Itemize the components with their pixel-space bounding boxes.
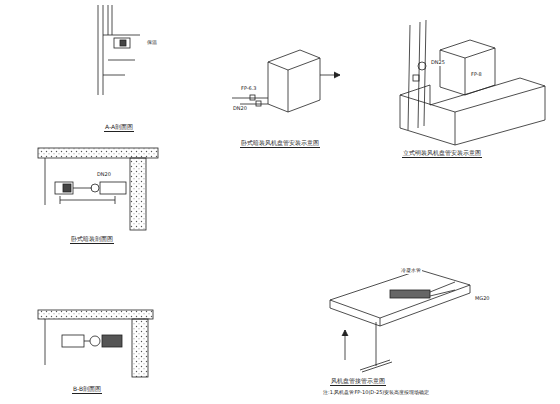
note-caption: 注:1.风机盘管FP-10(D-25)安装高度按现场确定 <box>322 390 430 396</box>
callout-label: DN20 <box>96 172 112 178</box>
view-title: 立式明装风机盘管安装示意图 <box>402 150 482 158</box>
callout-label: FP-6.3 <box>240 86 258 92</box>
callout-label: DN20 <box>232 106 248 112</box>
view-title: 卧式暗装剖面图 <box>70 236 114 244</box>
view-title: B-B剖面图 <box>72 386 102 394</box>
view-title: 风机盘管接管示意图 <box>330 378 386 386</box>
callout-label: DN25 <box>430 60 446 66</box>
callout-label: MG20 <box>474 296 491 302</box>
callout-label: FP-8 <box>470 72 483 78</box>
callout-label: 保温 <box>146 40 158 46</box>
callout-label: 冷凝水管 <box>400 268 422 274</box>
view-title: 卧式暗装风机盘管安装示意图 <box>240 140 320 148</box>
view-title: A-A剖面图 <box>104 124 134 132</box>
